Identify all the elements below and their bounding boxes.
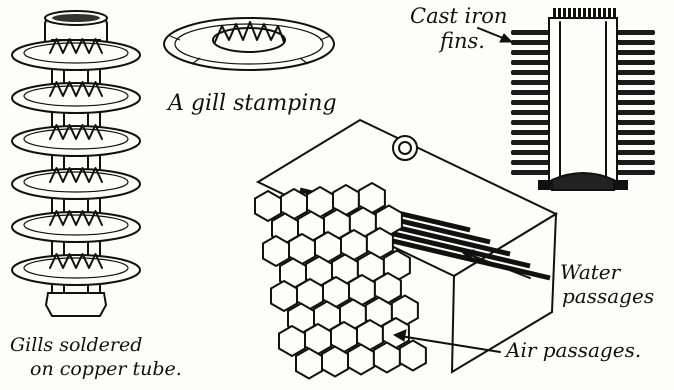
label-water-passages-line1: Water (560, 262, 620, 283)
label-air-passages: Air passages. (506, 340, 641, 361)
air-passage-cell (374, 343, 400, 373)
air-passage-cell (400, 341, 426, 371)
label-gill-stamping: A gill stamping (168, 92, 337, 115)
air-passage-cell (271, 281, 297, 311)
tube-bore (52, 14, 100, 22)
gill-disc (12, 254, 140, 285)
cast-iron-finned-tube (478, 8, 655, 190)
gill-disc (12, 168, 140, 199)
label-gills-soldered-line1: Gills soldered (10, 336, 142, 356)
label-gills-soldered-line2: on copper tube. (30, 360, 182, 380)
tube-bottom-nut (46, 293, 106, 316)
label-water-passages-line2: passages (562, 286, 654, 307)
cast-foot-right (614, 180, 628, 190)
air-passage-cell (322, 347, 348, 377)
gill-disc (12, 82, 140, 113)
gill-disc (12, 39, 140, 70)
cast-tube-cut-end (552, 173, 614, 190)
label-cast-iron-fins-line1: Cast iron (410, 5, 507, 27)
label-cast-iron-fins-line2: fins. (440, 30, 485, 52)
gill-stamping-drawing (164, 18, 334, 70)
filler-cap (393, 136, 417, 160)
cast-iron-arrowhead (500, 34, 512, 42)
gill-disc (12, 125, 140, 156)
air-passage-cell (263, 236, 289, 266)
air-passage-cell (279, 326, 305, 356)
air-passage-cell (296, 349, 322, 379)
air-passage-cell (255, 191, 281, 221)
gilled-copper-tube (12, 11, 140, 316)
gill-disc (12, 211, 140, 242)
cast-foot-left (538, 180, 552, 190)
air-passage-cell (348, 345, 374, 375)
